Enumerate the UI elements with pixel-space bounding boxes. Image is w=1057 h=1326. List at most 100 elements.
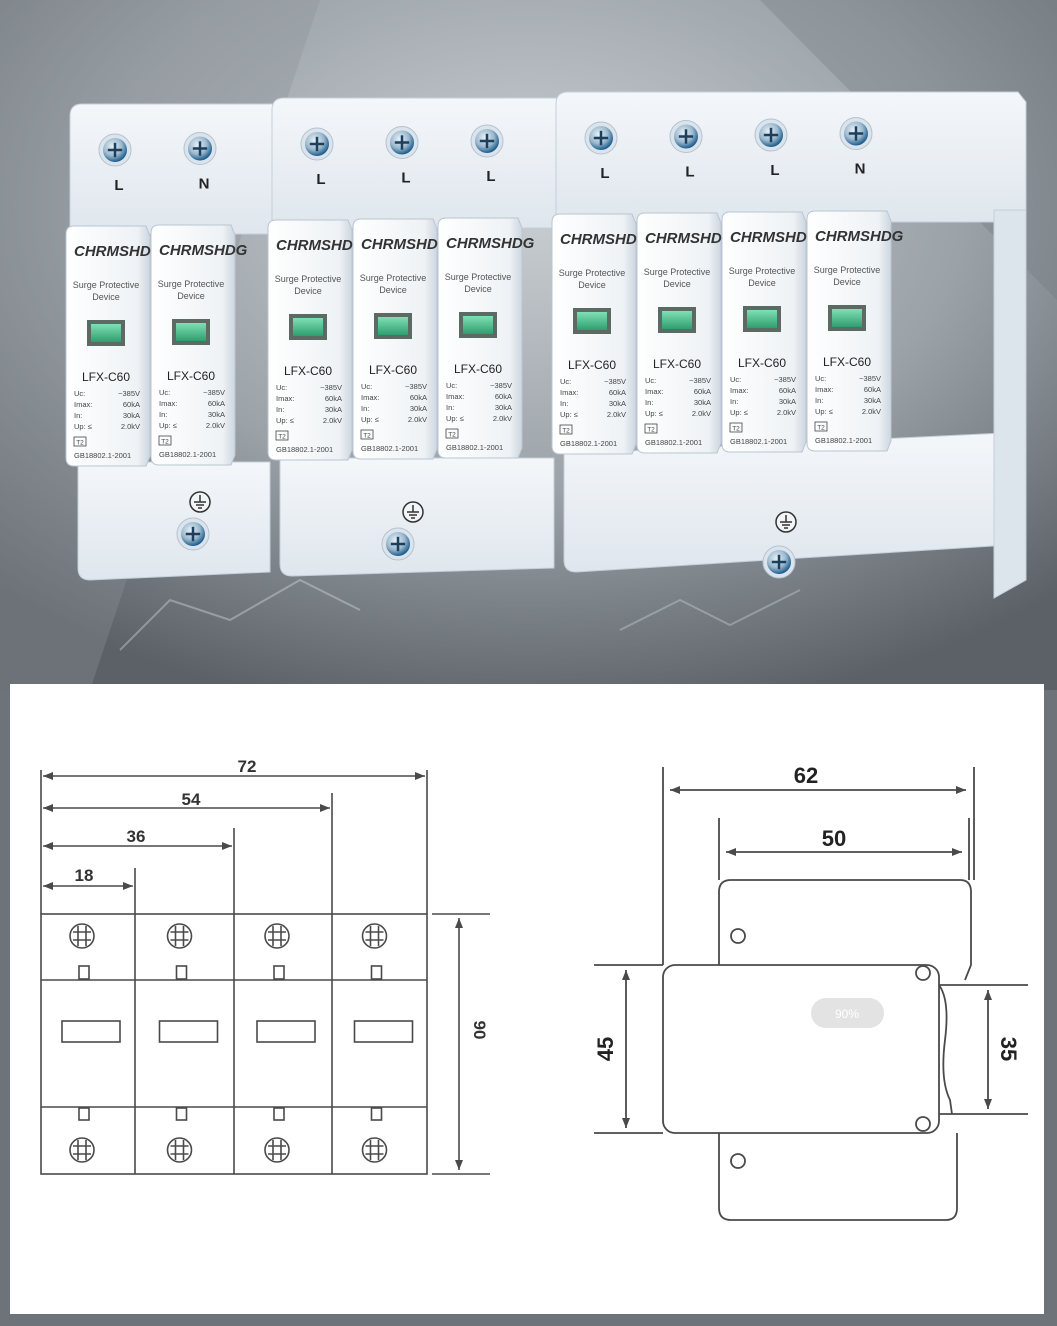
cross-screw-icon <box>381 527 415 561</box>
module-subtitle: Device <box>92 292 120 302</box>
terminal-tab <box>370 1107 383 1121</box>
class-box <box>158 435 172 446</box>
terminal-label: L <box>600 165 609 182</box>
terminal-tab <box>78 965 90 980</box>
module-brand: CHRMSHDG <box>815 228 904 245</box>
arrow-head <box>455 918 463 928</box>
module-class: T2 <box>562 428 570 435</box>
mounting-hole <box>915 965 931 981</box>
spec-value: 2.0kV <box>408 415 427 424</box>
class-box <box>275 430 289 441</box>
module-class: T2 <box>161 439 169 446</box>
mounting-hole <box>730 928 746 944</box>
terminal-screw-icon <box>69 923 95 949</box>
spec-value: 30kA <box>694 398 711 407</box>
front-view-arrows <box>43 772 463 1170</box>
indicator-window <box>256 1020 316 1043</box>
module-subtitle: Device <box>578 280 606 290</box>
cross-screw-icon <box>754 118 788 152</box>
spec-label: Imax: <box>276 394 294 403</box>
module-subtitle: Device <box>177 291 205 301</box>
spec-value: 30kA <box>609 399 626 408</box>
spec-value: ~385V <box>774 375 796 384</box>
cross-screw-icon <box>669 120 703 153</box>
module-brand: CHRMSHDG <box>74 243 163 260</box>
class-box <box>814 421 828 432</box>
spec-value: ~385V <box>490 381 512 390</box>
spec-label: Imax: <box>74 400 92 409</box>
module-subtitle: Surge Protective <box>644 267 711 277</box>
ground-symbol-icon <box>189 491 211 513</box>
module-class: T2 <box>647 427 655 434</box>
arrow-head <box>455 1160 463 1170</box>
dim-label-50: 50 <box>822 826 846 851</box>
spec-label: Imax: <box>560 388 578 397</box>
arrow-head <box>984 1099 992 1109</box>
terminal-label: L <box>685 164 694 181</box>
module-subtitle: Device <box>833 277 861 287</box>
arrow-head <box>622 1118 630 1128</box>
end-cap <box>993 209 1027 599</box>
dim-label-62: 62 <box>794 763 818 788</box>
spec-label: In: <box>730 397 738 406</box>
front-view-drawing <box>40 770 490 1175</box>
zoom-badge <box>811 998 884 1028</box>
indicator-window <box>61 1020 121 1043</box>
arrow-head <box>222 842 232 850</box>
module-class: T2 <box>732 426 740 433</box>
dim-label-90: 90 <box>470 1021 489 1040</box>
module-brand: CHRMSHDG <box>361 236 450 253</box>
terminal-tab <box>273 965 285 980</box>
module-model: LFX-C60 <box>454 362 502 376</box>
spec-value: 2.0kV <box>607 410 626 419</box>
module-model: LFX-C60 <box>82 370 130 384</box>
side-view-arrows <box>622 786 992 1128</box>
module-brand: CHRMSHDG <box>276 237 365 254</box>
spec-label: Uc: <box>560 377 571 386</box>
spec-value: 2.0kV <box>862 407 881 416</box>
spec-label: Imax: <box>645 387 663 396</box>
spec-value: 2.0kV <box>206 421 225 430</box>
class-box <box>559 424 573 435</box>
module-standard: GB18802.1-2001 <box>560 439 617 448</box>
side-bottom-block <box>718 1133 958 1221</box>
cross-screw-icon <box>98 133 132 167</box>
arrow-head <box>952 848 962 856</box>
spec-label: Uc: <box>730 375 741 384</box>
spec-label: In: <box>645 398 653 407</box>
spec-value: 30kA <box>864 396 881 405</box>
module-brand: CHRMSHDG <box>560 231 649 248</box>
arrow-head <box>43 882 53 890</box>
indicator-green <box>176 323 206 341</box>
zoom-badge-label: 90% <box>835 1007 859 1021</box>
dim-label-72: 72 <box>238 757 257 776</box>
spec-value: ~385V <box>604 377 626 386</box>
indicator-green <box>463 316 493 334</box>
spec-value: ~385V <box>405 382 427 391</box>
spec-label: Up: ≤ <box>446 414 464 423</box>
spec-value: ~385V <box>118 389 140 398</box>
spec-label: Up: ≤ <box>74 422 92 431</box>
terminal-label: N <box>855 161 866 178</box>
cross-screw-icon <box>839 117 873 150</box>
spec-value: ~385V <box>689 376 711 385</box>
terminal-screw-icon <box>69 1137 95 1163</box>
module-subtitle: Surge Protective <box>445 272 512 282</box>
dim-label-36: 36 <box>127 827 146 846</box>
arrow-head <box>984 990 992 1000</box>
module-model: LFX-C60 <box>738 356 786 370</box>
spec-value: 30kA <box>495 403 512 412</box>
spec-value: 30kA <box>410 404 427 413</box>
arrow-head <box>956 786 966 794</box>
module-standard: GB18802.1-2001 <box>815 436 872 445</box>
module-subtitle: Device <box>663 279 691 289</box>
spec-value: 60kA <box>208 399 225 408</box>
dim-label-35: 35 <box>996 1037 1021 1061</box>
terminal-tab <box>370 965 383 980</box>
